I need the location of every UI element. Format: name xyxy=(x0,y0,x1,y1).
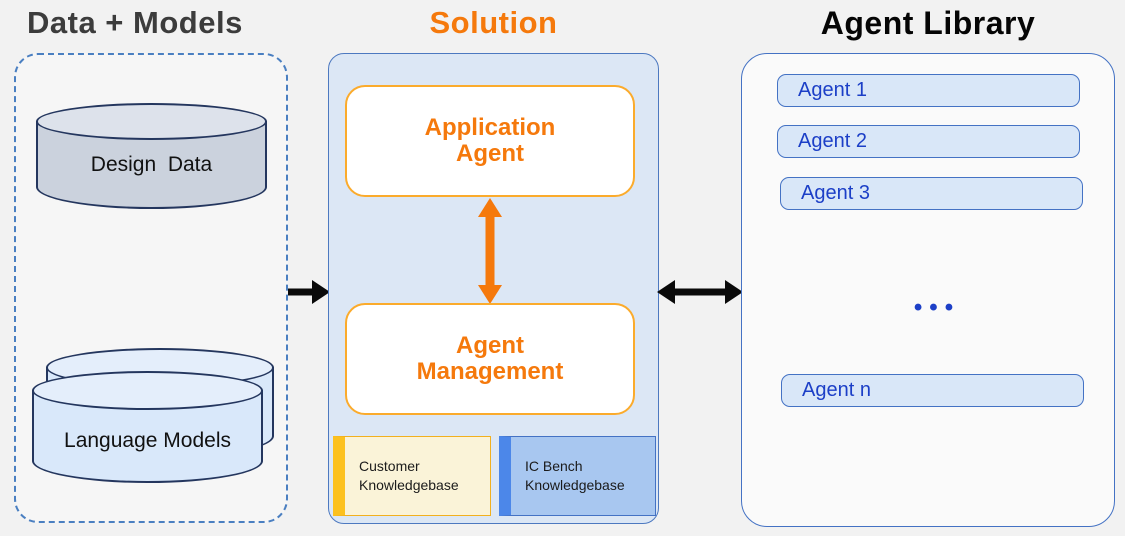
agent-item-label: Agent 2 xyxy=(798,130,867,152)
language-models-label: Language Models xyxy=(64,429,231,452)
application-agent-label: Application Agent xyxy=(424,113,556,167)
agent-item-label: Agent n xyxy=(802,379,871,401)
icbench-knowledgebase-box: IC Bench Knowledgebase xyxy=(499,436,656,516)
design-data-label: Design Data xyxy=(90,153,213,176)
solution-title: Solution xyxy=(429,5,558,40)
agent-management-box: Agent Management xyxy=(345,303,635,415)
design-data-cylinder: Design Data xyxy=(36,103,267,209)
cylinder-top xyxy=(36,103,267,140)
data-models-title: Data + Models xyxy=(27,5,243,40)
agent-library-title: Agent Library xyxy=(820,5,1036,41)
agent-item-3: Agent 3 xyxy=(780,177,1083,210)
agent-item-label: Agent 3 xyxy=(801,182,870,204)
agent-management-label: Agent Management xyxy=(416,331,564,385)
agent-item-1: Agent 1 xyxy=(777,74,1080,107)
arrow-data-to-solution-icon xyxy=(288,280,330,304)
agent-item-label: Agent 1 xyxy=(798,79,867,101)
application-agent-box: Application Agent xyxy=(345,85,635,197)
agent-item-n: Agent n xyxy=(781,374,1084,407)
cylinder-top xyxy=(32,371,263,410)
customer-knowledgebase-box: Customer Knowledgebase xyxy=(333,436,491,516)
arrow-solution-library-icon xyxy=(657,280,743,304)
icbench-knowledgebase-label: IC Bench Knowledgebase xyxy=(525,458,625,493)
customer-knowledgebase-label: Customer Knowledgebase xyxy=(359,458,459,493)
agent-item-2: Agent 2 xyxy=(777,125,1080,158)
agent-library-ellipsis: ••• xyxy=(913,294,961,321)
arrow-application-management-icon xyxy=(478,198,502,304)
language-models-cylinder: Language Models xyxy=(32,371,263,483)
